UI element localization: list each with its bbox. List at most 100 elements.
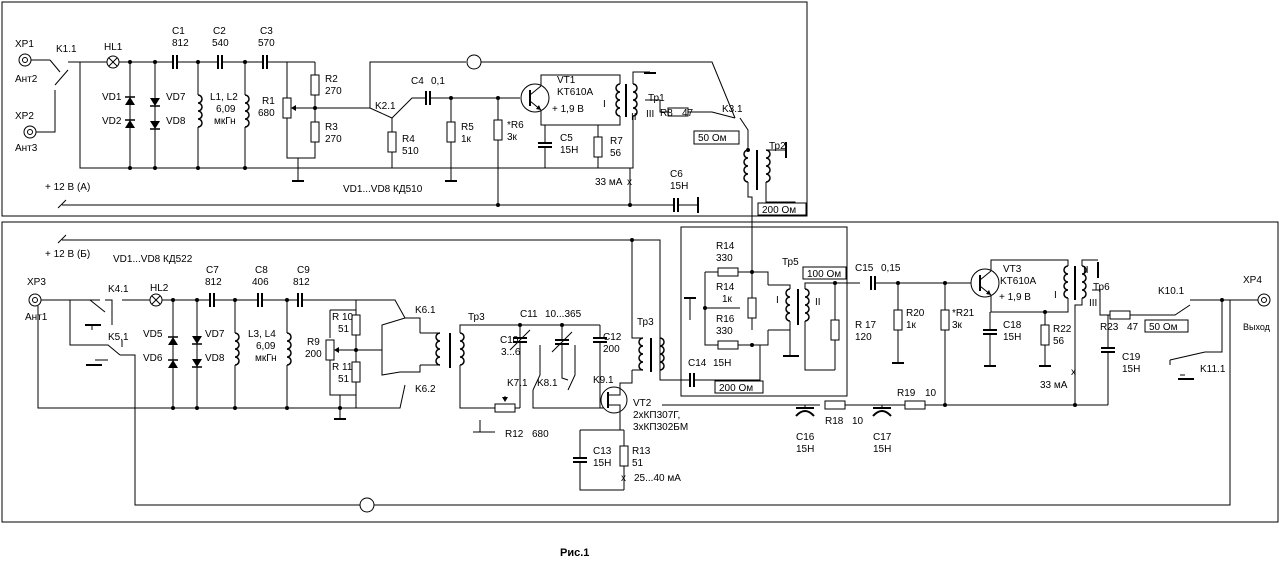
vt3-label: VT3 [1003,264,1022,275]
ma33-bottom: 33 мА [1040,380,1068,391]
r22-resistor [1040,324,1050,346]
c3-capacitor [262,54,268,70]
c4-value: 0,1 [431,76,445,87]
z50-bottom: 50 Ом [1149,322,1178,333]
l34-label: L3, L4 [248,329,276,340]
c1-capacitor [172,54,178,70]
tr1-i: I [603,99,606,110]
c15-label: C15 [855,263,874,274]
c2-capacitor [217,54,223,70]
r20-label: R20 [906,308,925,319]
c15-capacitor [870,275,876,291]
r23-resistor [1109,310,1131,320]
r18-resistor [824,400,846,410]
c13-value: 15Н [593,458,611,469]
c17-value: 15Н [873,444,891,455]
r13-resistor [619,445,629,467]
r2-value: 270 [325,86,342,97]
l3-coil [234,332,240,366]
vt2-label: VT2 [633,398,652,409]
r20-value: 1к [906,320,917,331]
tr1-ii: II [631,112,637,123]
tr2-winding-1 [743,149,749,183]
relay-loop-top [466,54,482,70]
c19-label: C19 [1122,352,1141,363]
r18-label: R18 [825,416,844,427]
xp1-jack-icon [18,53,32,67]
tr6-i: I [1054,290,1057,301]
vdnote-top: VD1...VD8 КД510 [343,184,423,195]
tr3a-winding-2 [459,332,465,366]
r14a-resistor [717,267,739,277]
r11-resistor [351,361,361,383]
r22-label: R22 [1053,324,1072,335]
c19-capacitor [1100,347,1116,353]
k71-label: K7.1 [507,378,528,389]
xp2-jack-icon [23,125,37,139]
tr3b-winding-1 [638,337,644,371]
r4-label: R4 [402,134,415,145]
c7-label: C7 [206,265,219,276]
r16-value: 330 [716,326,733,337]
c11-label: C11 [520,309,538,320]
top-panel-frame [1,1,808,217]
tr3a-label: Тр3 [468,312,485,323]
r17-value: 120 [855,332,872,343]
c13-label: C13 [593,446,612,457]
r14b-resistor [747,297,757,319]
z200-bottom-box [714,380,764,394]
c9-capacitor [297,292,303,308]
z200-top-box [757,202,807,216]
r23-value: 47 [1127,322,1139,333]
r5-value: 1к [461,134,472,145]
vd6-diode [167,359,179,369]
k11-label: K1.1 [56,44,77,55]
c2-value: 540 [212,38,229,49]
c5-capacitor [537,142,553,148]
r16-label: R16 [716,314,735,325]
vd8-diode [149,120,161,130]
tr5-i: I [776,295,779,306]
vd8b-diode [191,358,203,368]
r18-value: 10 [852,416,864,427]
r22-value: 56 [1053,336,1065,347]
r19-label: R19 [897,388,916,399]
tr1-iii: III [646,109,654,120]
vt3-transistor [970,268,1000,298]
r10-resistor [351,314,361,336]
vd2-label: VD2 [102,116,122,127]
c17-capacitor [872,410,892,417]
c4-label: C4 [411,76,424,87]
z100-box [802,266,847,280]
l12-label: L1, L2 [210,92,238,103]
r2-label: R2 [325,74,338,85]
c12-value: 200 [603,344,620,355]
k21-label: K2.1 [375,101,396,112]
c12-label: C12 [603,332,622,343]
vd1-diode [124,96,136,106]
r8-label: R8 [660,108,673,119]
vt3-type: KT610A [1000,276,1036,287]
r14b-label: R14 [716,282,735,293]
r11-label: R 11 [332,362,353,373]
tr6-iii: III [1089,298,1097,309]
c17-label: C17 [873,432,892,443]
tr6-label: Тр6 [1093,282,1110,293]
tr2-winding-2 [765,149,771,183]
r6-label: *R6 [507,120,524,131]
c2-label: C2 [213,26,226,37]
c5-value: 15Н [560,145,578,156]
r19-value: 10 [925,388,937,399]
c8-capacitor [257,292,263,308]
k41-label: K4.1 [108,284,129,295]
c15-value: 0,15 [881,263,901,274]
z100-label: 100 Ом [807,269,841,280]
hl2-lamp-icon [149,293,163,307]
r23-label: R23 [1100,322,1119,333]
tr5-label: Тр5 [782,257,799,268]
r3-value: 270 [325,134,342,145]
z200-top: 200 Ом [762,205,796,216]
r12-label: R12 [505,429,524,440]
c8-label: C8 [255,265,268,276]
l12-value: 6,09 [216,104,236,115]
